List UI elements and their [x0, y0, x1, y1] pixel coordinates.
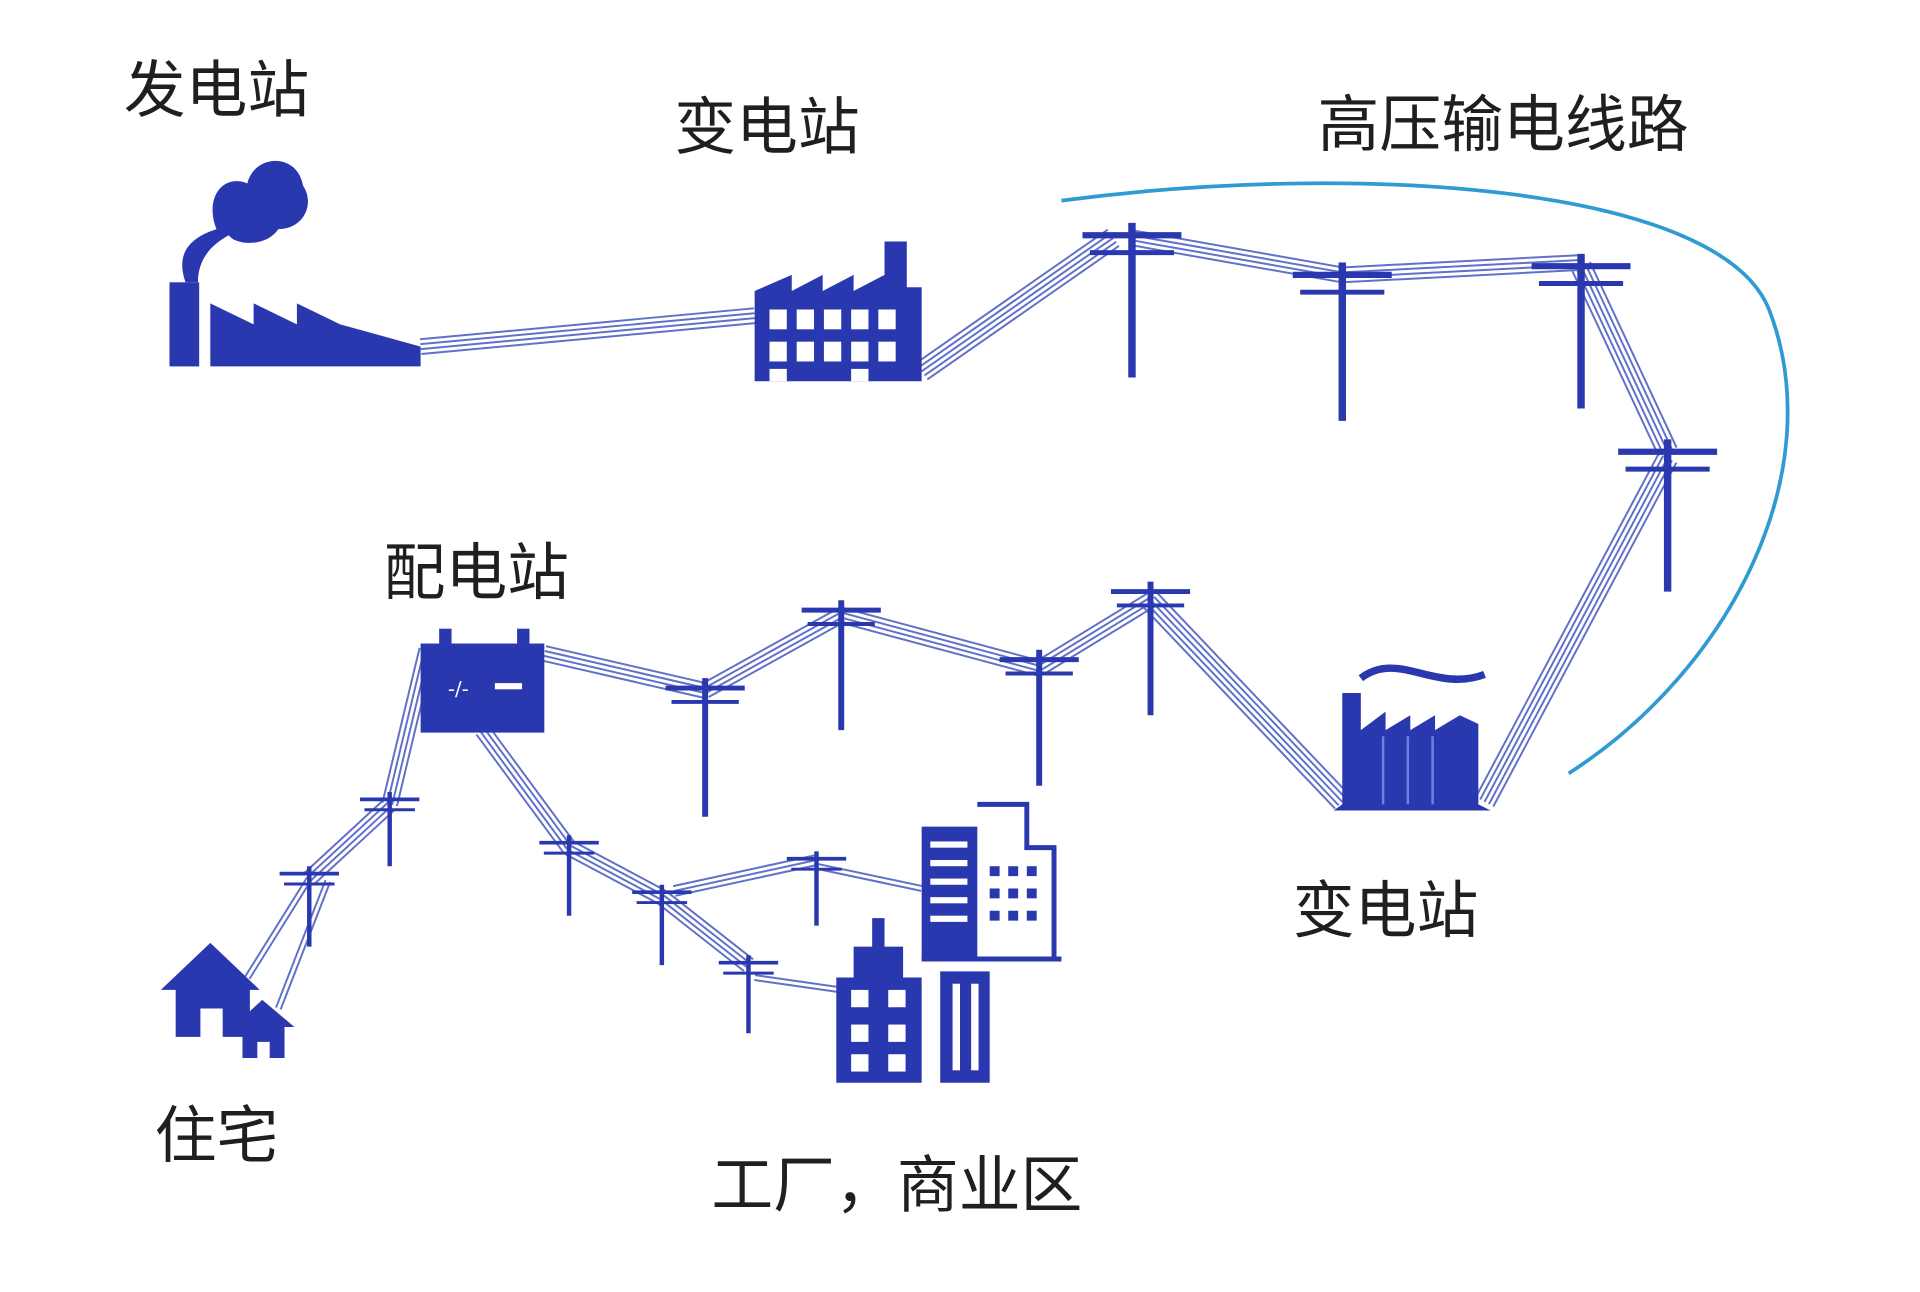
label-distribution-station: 配电站	[384, 537, 570, 609]
wire-bundle	[1474, 452, 1678, 807]
utility-pole-icon	[1531, 253, 1631, 409]
commercial-buildings-icon	[836, 801, 1062, 1083]
wire-bundle	[1142, 592, 1351, 810]
wire-bundle	[244, 876, 313, 980]
high-voltage-arc	[1061, 181, 1790, 775]
substation-building-icon	[754, 241, 922, 382]
wire-bundle	[303, 798, 396, 885]
house-icon	[160, 942, 295, 1058]
utility-pole-icon	[632, 884, 692, 966]
utility-pole-icon	[801, 600, 881, 731]
utility-pole-icon	[360, 791, 420, 867]
label-residential: 住宅	[155, 1100, 279, 1172]
utility-pole-icon	[279, 866, 339, 947]
wire-bundle	[1571, 261, 1678, 457]
wire-bundle	[915, 228, 1120, 381]
utility-pole-icon	[718, 955, 779, 1034]
wire-bundle	[815, 862, 923, 892]
label-high-voltage-line: 高压输电线路	[1318, 89, 1689, 161]
substation-factory-icon	[1333, 664, 1491, 811]
wire-bundles	[244, 228, 1678, 1010]
distribution-box-icon: -/-	[420, 628, 545, 733]
utility-pole-icon	[999, 649, 1079, 786]
wire-bundle	[701, 607, 846, 698]
power-plant-icon	[169, 160, 421, 367]
utility-pole-icon	[1292, 262, 1392, 421]
utility-pole-icon	[665, 678, 745, 817]
wire-bundle	[475, 725, 576, 853]
svg-text:-/-: -/-	[448, 677, 469, 700]
utility-pole-icon	[786, 851, 847, 926]
wire-bundle	[419, 307, 756, 355]
label-step-down-substation: 变电站	[1293, 875, 1479, 947]
utility-pole-icon	[1110, 581, 1191, 716]
wire-bundle	[565, 840, 666, 905]
label-power-plant: 发电站	[124, 55, 310, 127]
utility-pole-icon	[1618, 439, 1718, 592]
label-step-up-substation: 变电站	[674, 92, 860, 164]
wire-bundle	[1341, 254, 1582, 284]
wire-bundle	[839, 606, 1042, 677]
label-factory-commercial: 工厂，商业区	[711, 1149, 1082, 1221]
wire-bundle	[672, 854, 818, 897]
utility-poles	[279, 222, 1718, 1034]
utility-pole-icon	[1082, 222, 1182, 378]
utility-pole-icon	[539, 835, 599, 916]
wire-bundle	[754, 974, 842, 994]
wire-bundle	[275, 879, 332, 1010]
